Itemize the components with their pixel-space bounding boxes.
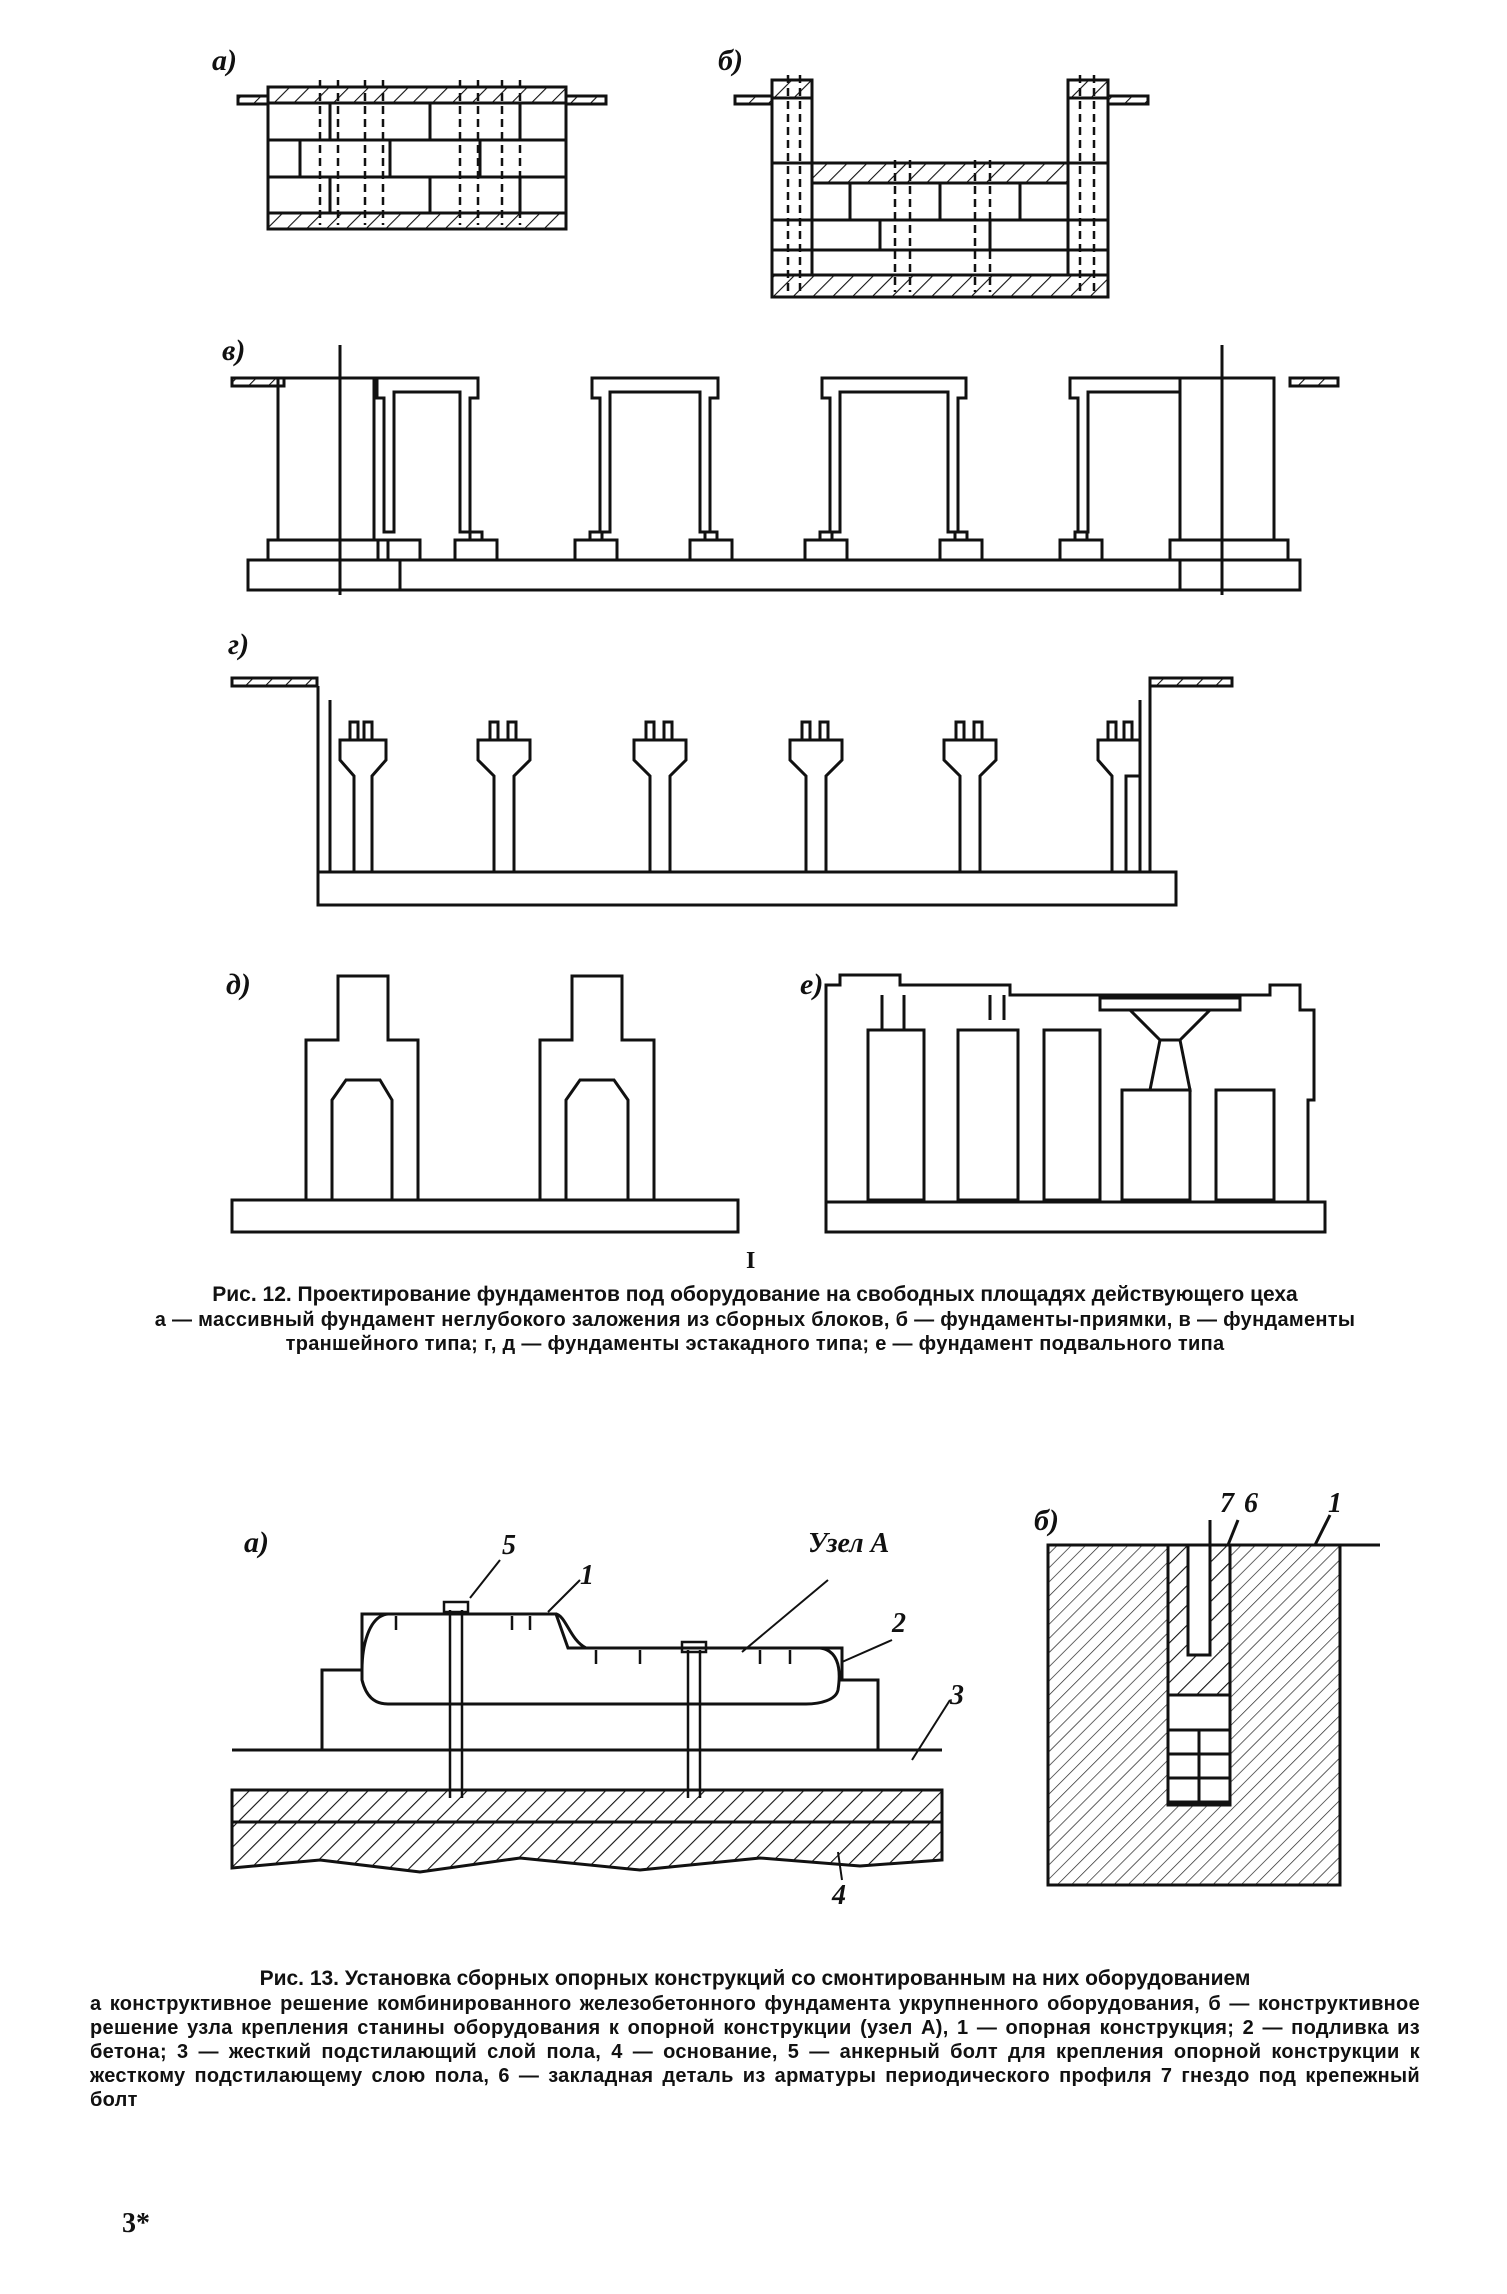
fig12-label-b: б) <box>718 44 743 77</box>
fig12-label-g: г) <box>228 628 250 661</box>
page-number: 3* <box>122 2208 150 2239</box>
fig12-caption-title: Рис. 12. Проектирование фундаментов под … <box>212 1283 1298 1306</box>
fig13-a-number-3: 3 <box>950 1680 964 1711</box>
fig13-label-b: б) <box>1034 1504 1059 1537</box>
fig12-caption-body: а — массивный фундамент неглубокого зало… <box>154 1309 1356 1355</box>
fig13-b-number-6: 6 <box>1244 1488 1258 1519</box>
trestle-columns <box>338 738 1142 874</box>
fig13-caption-body: а конструктивное решение комбинированног… <box>90 1993 1420 2111</box>
fig13-a-number-5: 5 <box>502 1530 516 1561</box>
trench-pads <box>376 530 1104 562</box>
fig13-node-label: Узел А <box>808 1528 890 1559</box>
fig13-b-number-1: 1 <box>1328 1488 1342 1519</box>
fig13-b-number-7: 7 <box>1220 1488 1234 1519</box>
fig12-e-basement-foundation <box>824 973 1327 1234</box>
fig12-label-a: а) <box>212 44 237 77</box>
trestle-caps <box>348 720 1134 742</box>
fig12-a-massive-foundation <box>236 80 608 231</box>
fig13-a-number-1: 1 <box>580 1560 594 1591</box>
fig13-caption: Рис. 13. Установка сборных опорных конст… <box>90 1966 1420 2112</box>
fig12-g-trestle-foundation <box>230 676 1234 907</box>
fig13-label-a: а) <box>244 1526 269 1559</box>
fig12-v-trench-foundation <box>230 345 1340 595</box>
fig12-b-pit-foundation <box>733 75 1150 299</box>
fig13-caption-title: Рис. 13. Установка сборных опорных конст… <box>259 1967 1251 1990</box>
trench-frames <box>375 376 1182 534</box>
fig12-d-trestle-frames <box>230 974 740 1234</box>
fig13-a-combined-foundation <box>230 1559 951 1881</box>
fig12-caption: Рис. 12. Проектирование фундаментов под … <box>90 1282 1420 1356</box>
fig12-label-d: д) <box>226 968 251 1001</box>
fig13-a-number-4: 4 <box>832 1880 846 1911</box>
fig12-marker: I <box>746 1248 756 1274</box>
fig12-label-v: в) <box>222 334 246 367</box>
fig13-a-number-2: 2 <box>892 1608 906 1639</box>
fig13-b-node-a <box>1046 1514 1380 1887</box>
fig12-label-e: е) <box>800 968 824 1001</box>
